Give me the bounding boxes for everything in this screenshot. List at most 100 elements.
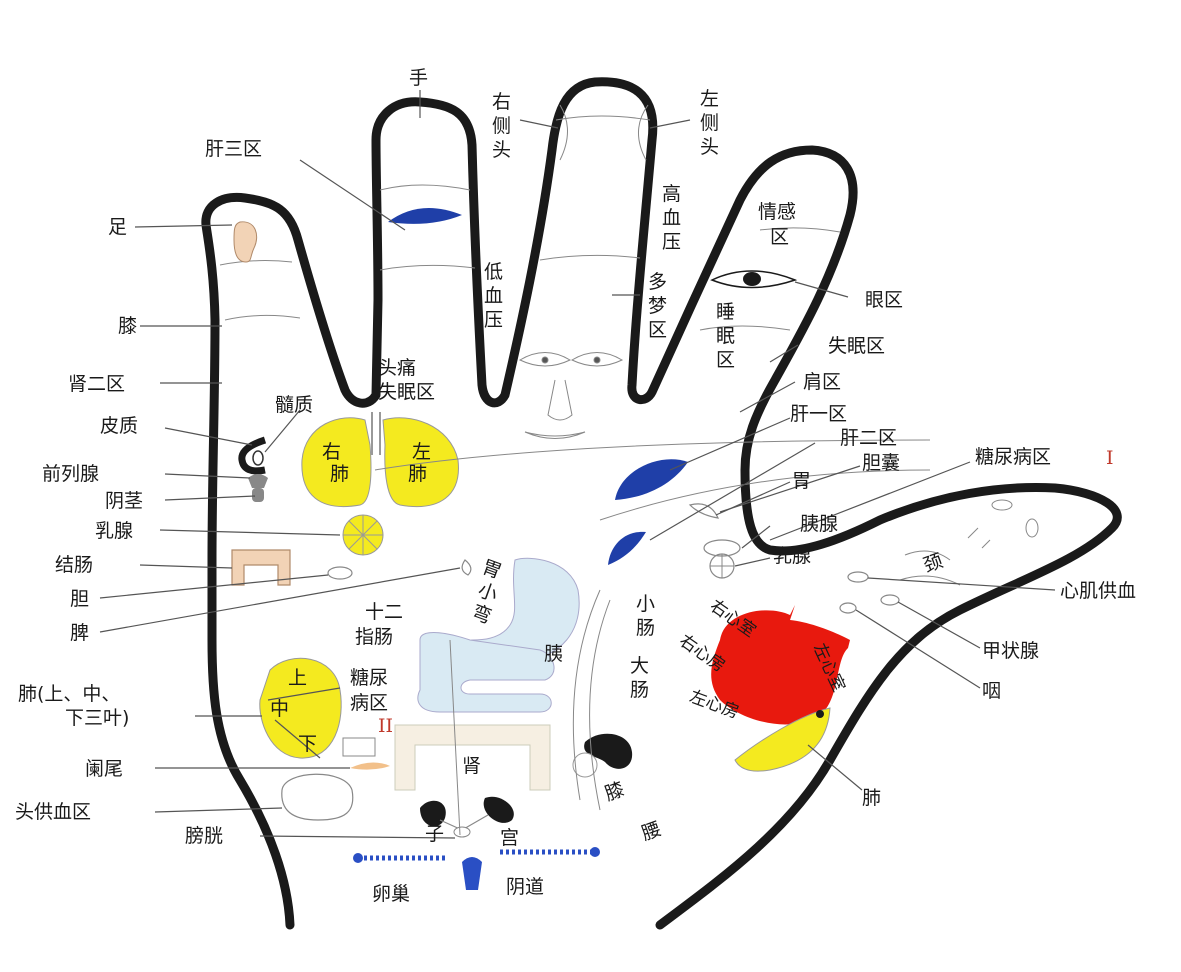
- foot-icon: [233, 221, 258, 263]
- label-duodenum-1: 十二: [365, 601, 403, 623]
- label-low-bp-1: 低: [484, 261, 503, 283]
- lung-right-thumb-shape: [734, 707, 831, 772]
- label-left-side-head-3: 头: [700, 136, 719, 158]
- label-gallbladder: 胆囊: [862, 452, 900, 474]
- label-duodenum-2: 指肠: [355, 626, 393, 648]
- label-lobe-middle: 中: [270, 698, 289, 720]
- label-diabetes-2-2: 病区: [350, 692, 388, 714]
- face-sketch: [518, 352, 624, 439]
- label-thyroid: 甲状腺: [982, 640, 1039, 662]
- knee-waist-shape: [584, 733, 633, 769]
- duodenum-shape: [417, 632, 555, 713]
- label-uterus-2: 宫: [500, 827, 519, 849]
- label-uterus-1: 子: [425, 823, 444, 845]
- liver-zone-3-shape: [388, 207, 462, 224]
- gallbladder-shape: [327, 566, 353, 580]
- leader-lines: [99, 90, 1056, 839]
- label-spleen: 脾: [70, 622, 89, 644]
- head-blood-supply-shape: [281, 773, 354, 821]
- label-dream-3: 区: [648, 319, 667, 341]
- label-pancreas-right: 胰腺: [800, 513, 838, 535]
- label-small-intestine-2: 肠: [636, 617, 655, 639]
- label-liver-2: 肝二区: [840, 427, 897, 449]
- label-left-lung-2: 肺: [408, 463, 427, 485]
- label-emotion-1: 情感: [758, 201, 796, 223]
- kidney-left-shape: [420, 800, 446, 827]
- label-cortex: 皮质: [100, 415, 138, 437]
- pharynx-shape: [839, 602, 857, 614]
- label-right-lung-2: 肺: [330, 463, 349, 485]
- label-gall: 胆: [70, 588, 89, 610]
- label-lobe-lower: 下: [298, 733, 317, 755]
- label-kidney-2: 肾二区: [68, 373, 125, 395]
- label-prostate: 前列腺: [42, 463, 99, 485]
- bladder-shape: [453, 826, 471, 838]
- label-high-bp-1: 高: [662, 183, 681, 205]
- label-myocardium: 心肌供血: [1060, 580, 1136, 602]
- liver-zone-1-shape: [615, 459, 688, 500]
- label-sleep-1: 睡: [716, 301, 735, 323]
- label-diabetes-2-1: 糖尿: [350, 667, 388, 689]
- lung-lobes-shape: [259, 657, 342, 759]
- vagina-shape: [462, 857, 482, 890]
- appendix-shape: [350, 762, 390, 770]
- right-lung-shape: [301, 417, 372, 507]
- medulla-mark: [252, 450, 264, 466]
- label-breast-left: 乳腺: [95, 520, 133, 542]
- label-appendix: 阑尾: [85, 758, 123, 780]
- label-foot: 足: [108, 216, 127, 238]
- colon-shape: [231, 549, 291, 586]
- label-knee: 膝: [118, 315, 137, 337]
- label-large-intestine-2: 肠: [630, 679, 649, 701]
- label-lung-lobes-2: 下三叶): [65, 707, 129, 729]
- label-knee-waist-2: 腰: [639, 818, 664, 845]
- label-left-side-head-2: 侧: [700, 112, 719, 134]
- label-left-lung-1: 左: [412, 441, 431, 463]
- label-pharynx: 咽: [982, 680, 1001, 702]
- trachea-shape: [371, 412, 381, 455]
- thumb-face-sketch: [899, 499, 1039, 586]
- label-ovary: 卵巢: [372, 883, 410, 905]
- label-liver-3: 肝三区: [205, 138, 262, 160]
- label-low-bp-3: 压: [484, 309, 503, 331]
- stomach-right-shape: [688, 503, 720, 519]
- label-sleep-3: 区: [716, 349, 735, 371]
- palm-lines: [374, 439, 931, 836]
- kidney-right-shape: [483, 796, 514, 823]
- side-head-left-mark: [559, 104, 568, 161]
- label-emotion-2: 区: [770, 226, 789, 248]
- side-head-right-mark: [638, 104, 649, 161]
- label-right-lung-1: 右: [322, 441, 341, 463]
- label-low-bp-2: 血: [484, 285, 503, 307]
- penis-shape: [252, 488, 264, 502]
- label-diabetes-1: 糖尿病区: [975, 446, 1051, 468]
- label-lung-lobes-1: 肺(上、中、: [18, 683, 120, 705]
- label-neck: 颈: [920, 550, 945, 577]
- label-vagina: 阴道: [506, 876, 544, 898]
- myocardium-shape: [847, 571, 869, 583]
- large-intestine-shape: [394, 724, 551, 791]
- label-high-bp-3: 压: [662, 231, 681, 253]
- label-headache-1: 头痛: [378, 357, 416, 379]
- label-right-side-head-3: 头: [492, 139, 511, 161]
- cortex-mark: [238, 436, 267, 475]
- finger-creases: [219, 115, 841, 331]
- eye-icon: [710, 270, 798, 289]
- label-head-blood: 头供血区: [15, 801, 91, 823]
- label-shoulder: 肩区: [803, 371, 841, 393]
- label-dream-1: 多: [648, 271, 667, 293]
- label-stomach-right: 胃: [792, 470, 811, 492]
- spleen-shape: [461, 559, 472, 576]
- label-insomnia: 失眠区: [828, 335, 885, 357]
- label-hand: 手: [409, 67, 428, 89]
- label-diabetes-2-num: II: [378, 715, 393, 737]
- diabetes-zone-2-box: [342, 737, 376, 757]
- label-high-bp-2: 血: [662, 207, 681, 229]
- label-breast-right: 乳腺: [773, 545, 811, 567]
- label-lesser-curve-3: 弯: [469, 601, 494, 628]
- label-liver-1: 肝一区: [790, 403, 847, 425]
- label-right-side-head-2: 侧: [492, 115, 511, 137]
- thyroid-shape: [880, 594, 900, 606]
